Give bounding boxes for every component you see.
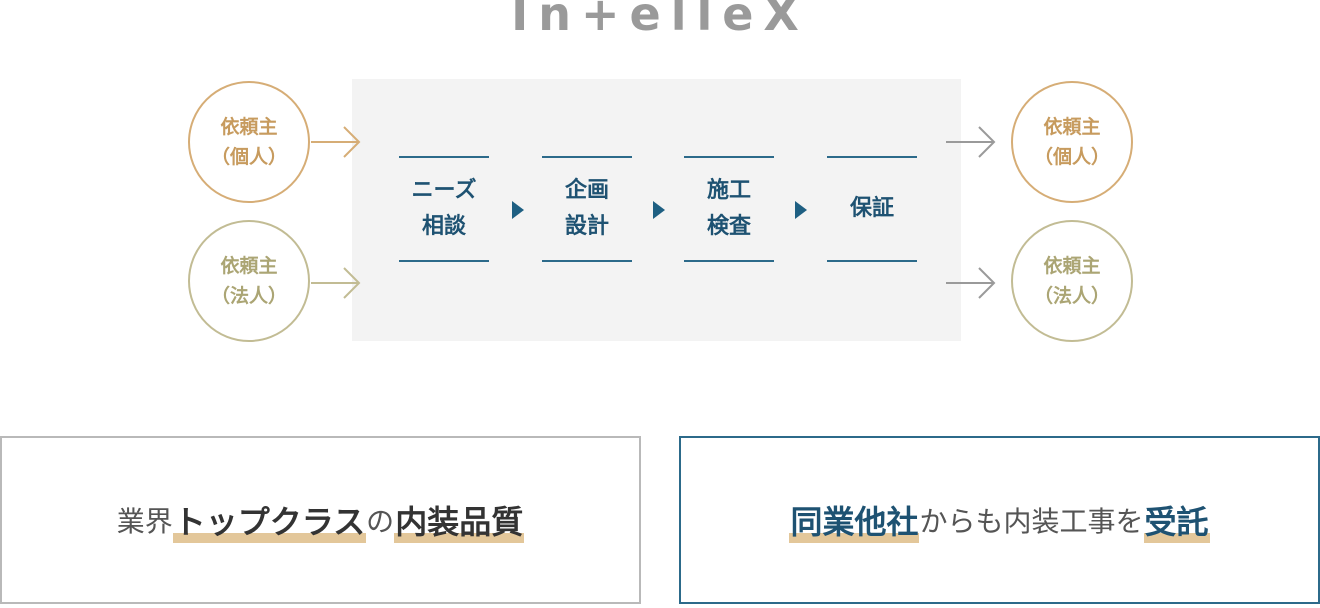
feature-text: からも内装工事を bbox=[919, 505, 1144, 538]
step-line: 設計 bbox=[564, 214, 609, 239]
step-planning-design: 企画 設計 bbox=[542, 156, 632, 262]
client-type: （法人） bbox=[210, 285, 287, 307]
feature-highlight: 同業他社 bbox=[789, 497, 920, 543]
client-corporate-right: 依頼主 （法人） bbox=[1011, 220, 1133, 342]
step-line: 企画 bbox=[564, 178, 609, 203]
client-type: （個人） bbox=[1033, 146, 1110, 168]
step-line: 施工 bbox=[706, 178, 751, 203]
client-corporate-left: 依頼主 （法人） bbox=[188, 220, 310, 342]
feature-text: 業界 bbox=[116, 505, 173, 538]
step-arrow-icon bbox=[653, 201, 665, 219]
client-label: 依頼主 bbox=[1043, 255, 1101, 277]
client-label: 依頼主 bbox=[1043, 116, 1101, 138]
step-line: 保証 bbox=[849, 196, 894, 221]
client-type: （法人） bbox=[1033, 285, 1110, 307]
client-label: 依頼主 bbox=[220, 255, 278, 277]
arrow-right-corporate-icon bbox=[946, 267, 996, 299]
step-warranty: 保証 bbox=[827, 156, 917, 262]
feature-highlight: 内装品質 bbox=[394, 497, 525, 543]
client-label: 依頼主 bbox=[220, 116, 278, 138]
client-individual-left: 依頼主 （個人） bbox=[188, 81, 310, 203]
step-line: 検査 bbox=[706, 214, 751, 239]
client-type: （個人） bbox=[210, 146, 287, 168]
intellex-logo: In+elleX bbox=[511, 0, 809, 41]
step-line: ニーズ bbox=[411, 178, 477, 203]
client-individual-right: 依頼主 （個人） bbox=[1011, 81, 1133, 203]
step-arrow-icon bbox=[512, 201, 524, 219]
feature-highlight: 受託 bbox=[1143, 497, 1210, 543]
feature-text: の bbox=[366, 505, 395, 538]
step-needs-consultation: ニーズ 相談 bbox=[399, 156, 489, 262]
step-line: 相談 bbox=[421, 214, 466, 239]
arrow-left-individual-icon bbox=[311, 126, 361, 158]
step-arrow-icon bbox=[795, 201, 807, 219]
arrow-right-individual-icon bbox=[946, 126, 996, 158]
feature-quality-box: 業界 トップクラス の 内装品質 bbox=[0, 436, 641, 604]
feature-contract-box: 同業他社 からも内装工事を 受託 bbox=[679, 436, 1320, 604]
arrow-left-corporate-icon bbox=[311, 267, 361, 299]
feature-highlight: トップクラス bbox=[172, 497, 367, 543]
step-construction-inspection: 施工 検査 bbox=[684, 156, 774, 262]
